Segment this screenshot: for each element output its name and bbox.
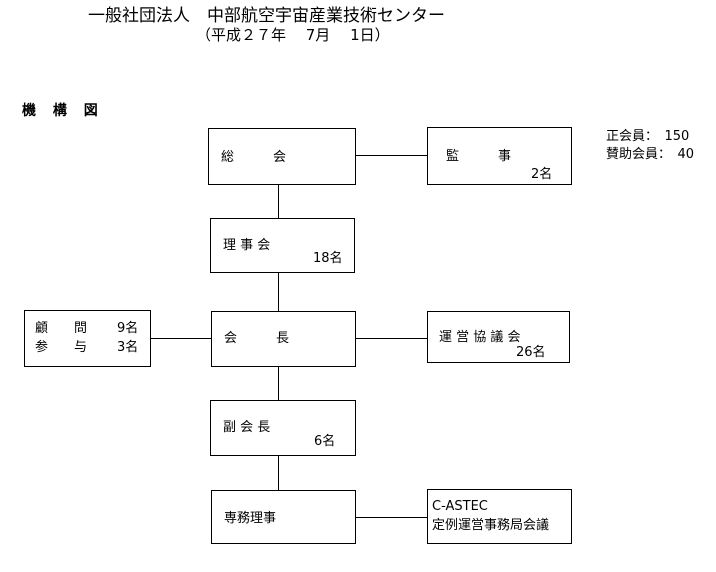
auditor-label: 監 事 [446, 149, 512, 164]
board-label: 理 事 会 [223, 238, 271, 253]
auditor-box: 監 事 2名 [427, 127, 572, 185]
board-box: 理 事 会 18名 [210, 218, 355, 273]
connector-advisors-chairman [150, 338, 211, 339]
chairman-label: 会 長 [224, 331, 290, 346]
vice-chairman-count: 6名 [314, 434, 336, 449]
executive-director-label: 専務理事 [224, 511, 277, 526]
board-count: 18名 [313, 251, 343, 266]
section-heading: 機 構 図 [22, 103, 104, 119]
steering-council-count: 26名 [516, 345, 546, 360]
chairman-box: 会 長 [211, 311, 356, 367]
vice-chairman-label: 副 会 長 [223, 420, 271, 435]
organization-title: 一般社団法人 中部航空宇宙産業技術センター [88, 6, 445, 26]
advisors-box: 顧 問 9名 参 与 3名 [24, 310, 151, 367]
general-assembly-label: 総 会 [221, 150, 287, 165]
steering-council-label: 運 営 協 議 会 [439, 330, 521, 345]
castec-name: C-ASTEC [432, 499, 488, 514]
connector-assembly-auditor [355, 155, 428, 156]
castec-box: C-ASTEC 定例運営事務局会議 [427, 489, 572, 544]
supporting-member-count: 賛助会員： 40 [606, 147, 695, 162]
regular-member-count: 正会員： 150 [606, 129, 690, 144]
connector-chairman-council [356, 338, 427, 339]
connector-assembly-board [278, 184, 279, 218]
connector-chairman-vice [278, 366, 279, 401]
castec-meeting-label: 定例運営事務局会議 [432, 518, 550, 533]
auditor-count: 2名 [531, 167, 553, 182]
connector-vice-executive [278, 456, 279, 491]
advisor-label: 顧 問 [35, 321, 88, 336]
advisor-count: 9名 [117, 321, 139, 336]
connector-board-chairman [278, 273, 279, 311]
counselor-count: 3名 [117, 340, 139, 355]
executive-director-box: 専務理事 [211, 490, 356, 544]
general-assembly-box: 総 会 [208, 128, 356, 185]
connector-executive-castec [356, 517, 427, 518]
steering-council-box: 運 営 協 議 会 26名 [427, 311, 570, 363]
counselor-label: 参 与 [35, 340, 88, 355]
vice-chairman-box: 副 会 長 6名 [210, 400, 356, 456]
date-caption: （平成２７年 7月 1日） [196, 26, 390, 44]
